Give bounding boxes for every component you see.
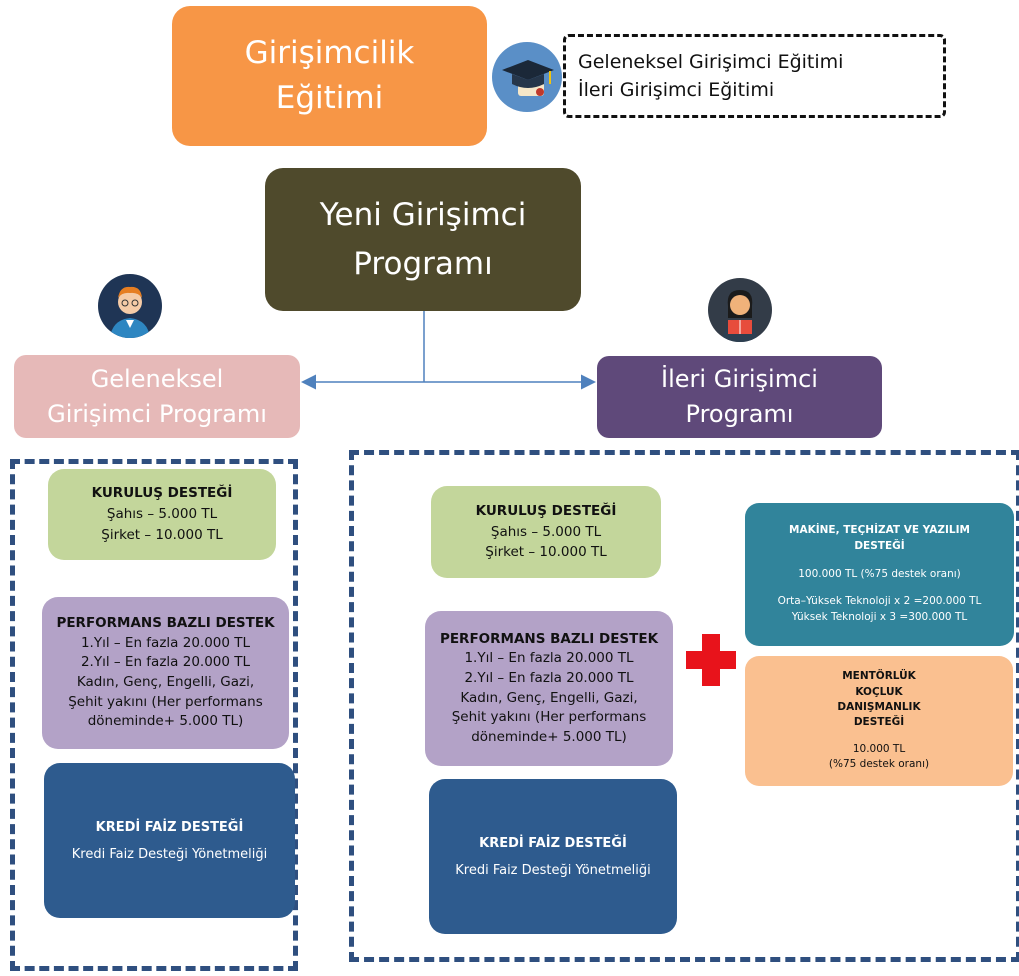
education-type-item: Geleneksel Girişimci Eğitimi — [578, 50, 844, 73]
support-title: DESTEĞİ — [854, 539, 905, 552]
machinery-equipment-software-support: MAKİNE, TEÇHİZAT VE YAZILIM DESTEĞİ 100.… — [745, 503, 1014, 646]
mentoring-coaching-consulting-support: MENTÖRLÜK KOÇLUK DANIŞMANLIK DESTEĞİ 10.… — [745, 656, 1013, 786]
support-title: DANIŞMANLIK — [837, 700, 921, 713]
advanced-credit-interest-support: KREDİ FAİZ DESTEĞİ Kredi Faiz Desteği Yö… — [429, 779, 677, 934]
support-line: döneminde+ 5.000 TL) — [471, 728, 627, 745]
support-line: 1.Yıl – En fazla 20.000 TL — [80, 634, 251, 651]
education-title-line1: Girişimcilik — [244, 35, 415, 72]
traditional-performance-support: PERFORMANS BAZLI DESTEK 1.Yıl – En fazla… — [42, 597, 289, 749]
support-title: PERFORMANS BAZLI DESTEK — [439, 630, 659, 647]
support-amount: 10.000 TL — [852, 743, 906, 756]
support-tech-line: Yüksek Teknoloji x 3 =300.000 TL — [791, 611, 968, 624]
support-line: 2.Yıl – En fazla 20.000 TL — [80, 654, 251, 671]
support-text: Kredi Faiz Desteği Yönetmeliği — [71, 846, 268, 862]
support-line: Şehit yakını (Her performans — [451, 709, 647, 726]
support-title: PERFORMANS BAZLI DESTEK — [56, 615, 275, 632]
support-line: döneminde+ 5.000 TL) — [87, 713, 244, 730]
support-line: 1.Yıl – En fazla 20.000 TL — [464, 650, 634, 667]
woman-reading-icon — [708, 278, 772, 342]
support-text: Kredi Faiz Desteği Yönetmeliği — [455, 862, 651, 878]
education-title-line2: Eğitimi — [275, 80, 384, 116]
main-program-box: Yeni Girişimci Programı — [265, 168, 581, 311]
support-line: Şehit yakını (Her performans — [68, 693, 263, 710]
support-tech-line: Orta–Yüksek Teknoloji x 2 =200.000 TL — [777, 595, 982, 608]
advanced-establishment-support: KURULUŞ DESTEĞİ Şahıs – 5.000 TL Şirket … — [431, 486, 661, 578]
support-title: MENTÖRLÜK — [842, 670, 916, 683]
support-title: KOÇLUK — [855, 685, 903, 698]
support-line: 2.Yıl – En fazla 20.000 TL — [464, 669, 634, 686]
traditional-establishment-support: KURULUŞ DESTEĞİ Şahıs – 5.000 TL Şirket … — [48, 469, 276, 560]
education-type-item: İleri Girişimci Eğitimi — [578, 79, 775, 101]
support-amount: 100.000 TL (%75 destek oranı) — [798, 567, 961, 580]
support-rate: (%75 destek oranı) — [828, 758, 930, 771]
support-title: KREDİ FAİZ DESTEĞİ — [95, 819, 244, 835]
support-item: Şahıs – 5.000 TL — [106, 506, 218, 523]
support-title: KURULUŞ DESTEĞİ — [91, 485, 233, 502]
education-box: Girişimcilik Eğitimi — [172, 6, 487, 146]
support-line: Kadın, Genç, Engelli, Gazi, — [76, 674, 255, 690]
support-title: KREDİ FAİZ DESTEĞİ — [479, 835, 627, 851]
advanced-supports-frame — [349, 450, 1019, 962]
support-title: MAKİNE, TEÇHİZAT VE YAZILIM — [789, 524, 970, 537]
advanced-header-line2: Programı — [685, 400, 794, 428]
traditional-credit-interest-support: KREDİ FAİZ DESTEĞİ Kredi Faiz Desteği Yö… — [44, 763, 295, 918]
advanced-program-header: İleri Girişimci Programı — [597, 356, 882, 438]
graduation-cap-diploma-icon — [492, 42, 562, 112]
support-title: KURULUŞ DESTEĞİ — [475, 502, 617, 519]
advanced-performance-support: PERFORMANS BAZLI DESTEK 1.Yıl – En fazla… — [425, 611, 673, 766]
main-program-line2: Programı — [353, 245, 493, 282]
red-plus-icon — [686, 632, 736, 688]
traditional-program-header: Geleneksel Girişimci Programı — [14, 355, 300, 438]
support-item: Şirket – 10.000 TL — [485, 544, 607, 561]
support-title: DESTEĞİ — [853, 716, 905, 728]
man-avatar-icon — [98, 274, 162, 338]
traditional-supports-frame — [10, 459, 298, 971]
support-item: Şahıs – 5.000 TL — [490, 523, 602, 540]
traditional-header-line1: Geleneksel — [90, 364, 224, 393]
education-types-list: Geleneksel Girişimci Eğitimi İleri Giriş… — [563, 34, 946, 118]
support-line: Kadın, Genç, Engelli, Gazi, — [460, 689, 638, 706]
main-program-line1: Yeni Girişimci — [319, 197, 527, 234]
traditional-header-line2: Girişimci Programı — [47, 399, 267, 428]
support-item: Şirket – 10.000 TL — [101, 526, 223, 543]
advanced-header-line1: İleri Girişimci — [661, 365, 818, 394]
